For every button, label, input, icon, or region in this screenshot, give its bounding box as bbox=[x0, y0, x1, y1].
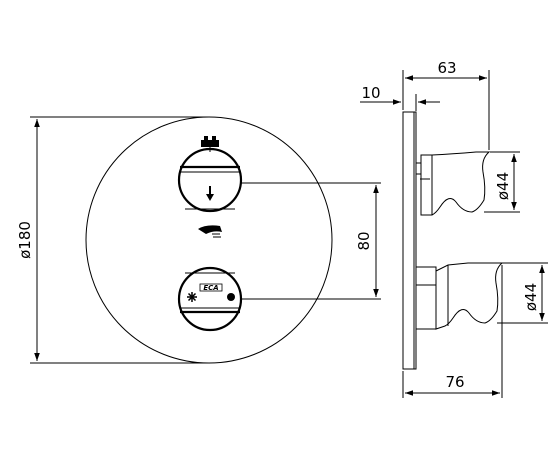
cover-plate bbox=[85, 116, 333, 364]
upper-handle bbox=[177, 140, 243, 213]
bathtub-icon bbox=[201, 136, 219, 147]
upper-handle-diameter-label: ø44 bbox=[494, 172, 512, 200]
diameter-180-dimension: ø180 bbox=[16, 116, 209, 364]
plate-thickness-label: 10 bbox=[361, 84, 380, 102]
side-view: 63 10 ø44 ø44 76 bbox=[360, 59, 548, 398]
upper-depth-dimension: 63 bbox=[402, 59, 490, 150]
diameter-180-label: ø180 bbox=[16, 221, 34, 259]
lower-handle-profile bbox=[415, 262, 504, 330]
front-view: ECA ø180 80 bbox=[16, 116, 381, 364]
sun-icon bbox=[227, 293, 235, 301]
side-cover-plate bbox=[402, 111, 417, 370]
upper-depth-label: 63 bbox=[437, 59, 456, 77]
handle-spacing-label: 80 bbox=[355, 231, 373, 250]
arrow-down-icon bbox=[206, 186, 214, 201]
lower-depth-dimension: 76 bbox=[402, 265, 503, 398]
upper-handle-diameter-dimension: ø44 bbox=[484, 151, 520, 213]
upper-handle-profile bbox=[415, 151, 491, 216]
snowflake-icon bbox=[187, 292, 197, 302]
hand-shower-icon bbox=[198, 225, 222, 238]
handle-spacing-dimension: 80 bbox=[240, 182, 381, 300]
lower-handle-diameter-label: ø44 bbox=[522, 283, 540, 311]
brand-logo-text: ECA bbox=[203, 284, 218, 292]
eca-logo: ECA bbox=[199, 283, 223, 292]
plate-thickness-dimension: 10 bbox=[360, 84, 440, 111]
lower-handle-diameter-dimension: ø44 bbox=[497, 262, 548, 324]
lower-depth-label: 76 bbox=[445, 373, 464, 391]
